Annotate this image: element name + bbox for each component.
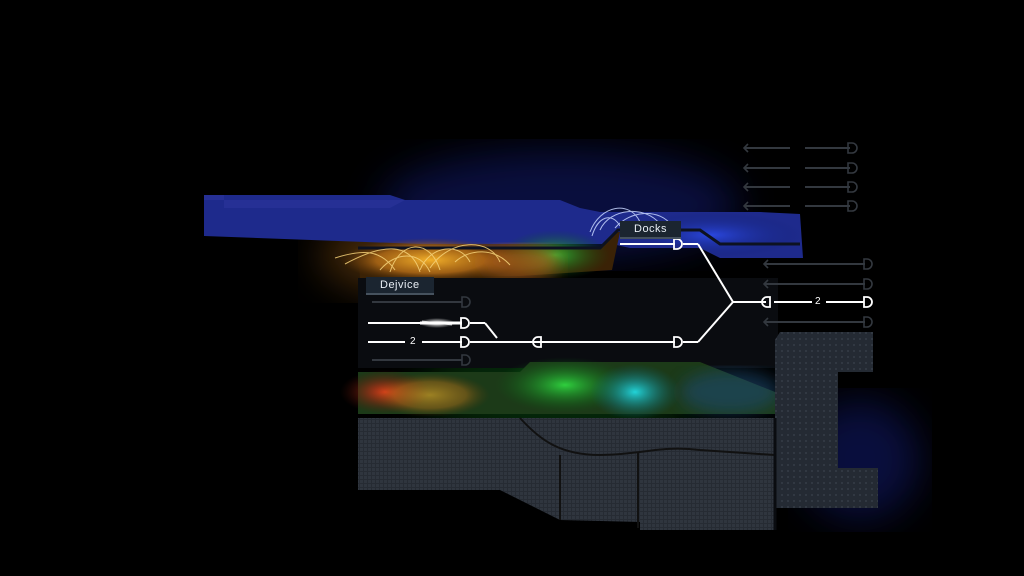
lane-count-right: 2 xyxy=(815,296,821,307)
station-label-docks[interactable]: Docks xyxy=(620,221,682,239)
station-label-dejvice[interactable]: Dejvice xyxy=(366,277,434,295)
orange-arcs xyxy=(334,244,511,273)
train-icons[interactable] xyxy=(460,238,873,348)
train-head-icon xyxy=(673,336,683,348)
lane-count-left: 2 xyxy=(410,336,416,347)
spark-icon xyxy=(419,318,455,328)
dim-tracks xyxy=(372,147,865,361)
dim-train-icons xyxy=(461,142,873,366)
lower-color-band xyxy=(340,357,780,420)
train-head-icon xyxy=(460,317,470,329)
train-tail-icon xyxy=(532,336,542,348)
train-tail-icon xyxy=(761,296,771,308)
grid-terrain xyxy=(358,332,878,530)
train-head-icon xyxy=(673,238,683,250)
train-head-icon xyxy=(863,296,873,308)
train-head-icon xyxy=(460,336,470,348)
